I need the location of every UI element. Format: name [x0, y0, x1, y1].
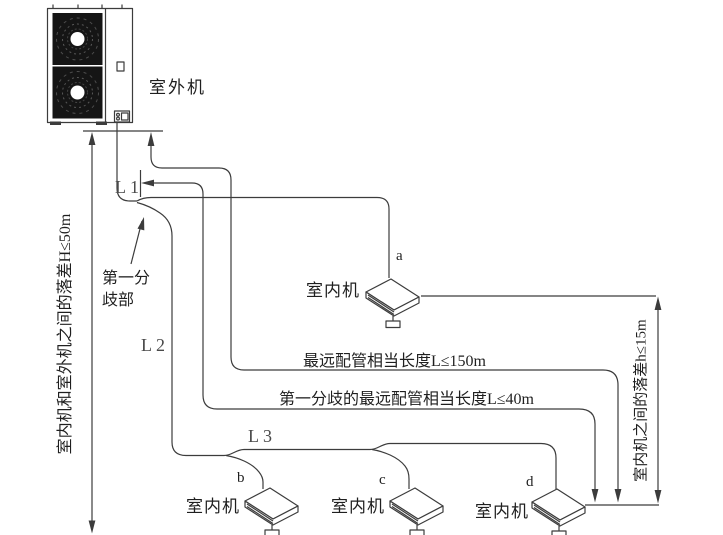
indoor-unit-c — [389, 487, 444, 535]
pipe-l1 — [116, 123, 137, 202]
first-branch-leader-arrow — [130, 217, 145, 265]
outdoor-unit-label: 室外机 — [149, 78, 206, 97]
indoor-unit-a-id: a — [396, 248, 403, 264]
indoor-unit-c-id: c — [379, 472, 386, 488]
branch-pipe-to-unit-b — [225, 454, 264, 489]
fan-grille-top — [52, 13, 103, 65]
indoor-unit-b-label: 室内机 — [186, 497, 240, 516]
indoor-unit-a-label: 室内机 — [306, 281, 360, 300]
pipe-connection-box — [113, 110, 131, 123]
segment-label-l1: L1 — [115, 177, 143, 197]
pipe-to-unit-a — [136, 196, 390, 278]
leader-max-pipe-length — [147, 132, 622, 503]
leader-first-branch-max-length — [139, 170, 599, 503]
indoor-unit-d — [531, 488, 586, 535]
annotation-max-pipe-length: 最远配管相当长度L≤150m — [303, 353, 487, 370]
fan-grille-bottom — [52, 66, 103, 119]
dimension-text-indoor-units-drop: 室内机之间的落差h≤15m — [633, 319, 650, 482]
first-branch-label: 第一分歧部 — [102, 270, 151, 309]
segment-label-l3: L3 — [248, 426, 276, 446]
segment-label-l2: L2 — [141, 335, 169, 355]
pipe-l2 — [136, 201, 187, 457]
side-panel-handle — [116, 61, 125, 72]
unit-foot-right — [96, 121, 107, 125]
indoor-unit-c-label: 室内机 — [331, 497, 385, 516]
branch-pipe-to-unit-c — [371, 448, 410, 489]
indoor-unit-b — [244, 487, 299, 535]
annotation-first-branch-max-length: 第一分歧的最远配管相当长度L≤40m — [279, 391, 535, 408]
pipe-l3-to-unit-d — [186, 442, 557, 489]
indoor-unit-b-id: b — [237, 470, 245, 486]
indoor-unit-d-label: 室内机 — [475, 502, 529, 521]
dimension-indoor-units-drop — [654, 296, 662, 504]
indoor-unit-a — [365, 278, 420, 329]
indoor-unit-d-id: d — [526, 474, 534, 490]
dimension-outdoor-indoor-drop — [88, 132, 96, 534]
outdoor-unit — [46, 4, 134, 125]
unit-foot-left — [50, 121, 61, 125]
dimension-text-outdoor-indoor-drop: 室内机和室外机之间的落差H≤50m — [57, 213, 74, 455]
